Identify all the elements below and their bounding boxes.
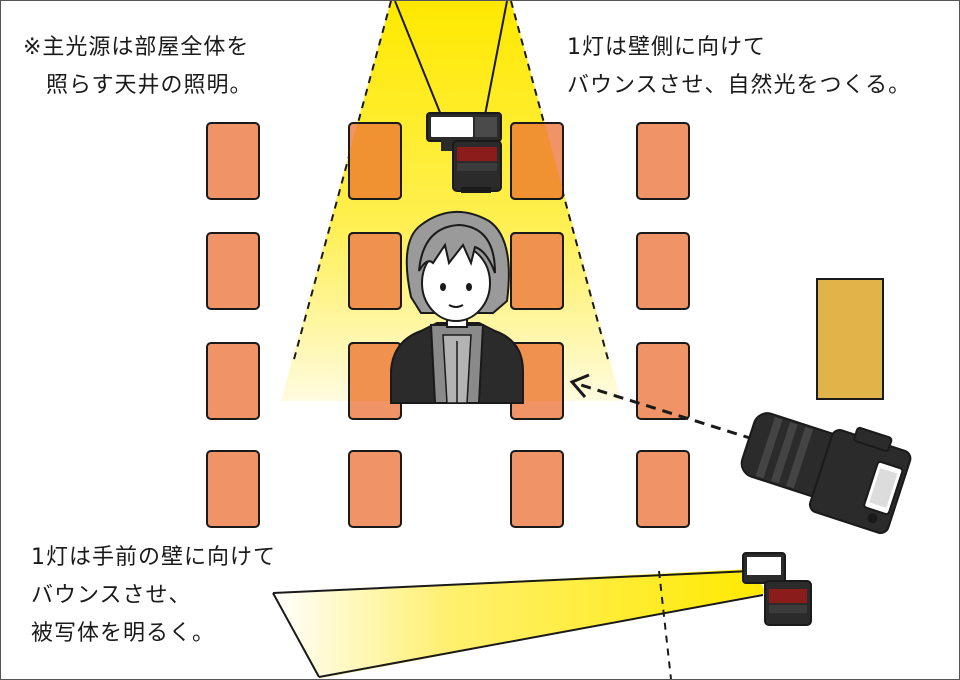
floor-light-beam <box>272 569 767 679</box>
wall-panel <box>636 122 690 200</box>
person-icon <box>390 210 524 404</box>
wall-panel <box>206 342 260 420</box>
flash-floor-icon <box>742 552 812 626</box>
wall-panel <box>206 450 260 528</box>
window-panel <box>816 278 884 400</box>
flash-ceiling-icon <box>426 112 502 193</box>
note-top-right: 1灯は壁側に向けて バウンスさせ、自然光をつくる。 <box>567 35 912 98</box>
wall-panel <box>636 342 690 420</box>
arrow-icon <box>569 373 754 441</box>
note-top-left: ※主光源は部屋全体を 照らす天井の照明。 <box>23 35 253 98</box>
note-bottom-left: 1灯は手前の壁に向けて バウンスさせ、 被写体を明るく。 <box>31 545 276 646</box>
wall-panel <box>510 450 564 528</box>
wall-panel <box>348 450 402 528</box>
wall-panel-lit <box>510 232 564 310</box>
wall-panel <box>206 232 260 310</box>
wall-panel <box>636 232 690 310</box>
wall-panel-lit <box>348 232 402 310</box>
wall-panel <box>636 450 690 528</box>
camera-icon <box>740 412 912 535</box>
wall-panel-lit <box>348 122 402 200</box>
wall-panel <box>206 122 260 200</box>
